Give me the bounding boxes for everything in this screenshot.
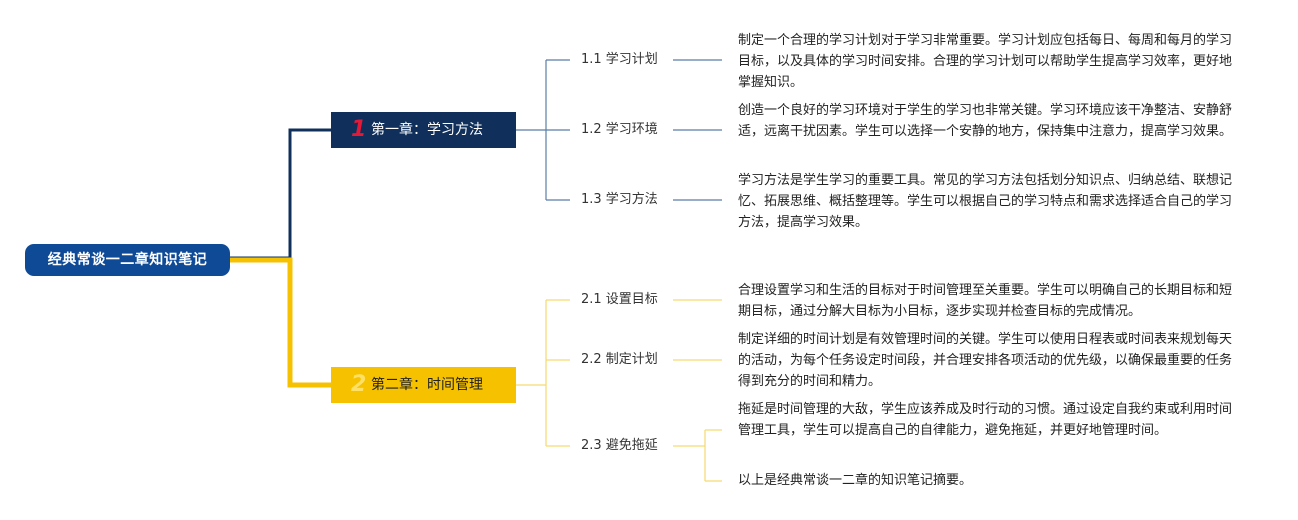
chapter-2-branch-line	[516, 299, 570, 447]
section-2-3-detail[interactable]: 拖延是时间管理的大敌，学生应该养成及时行动的习惯。通过设定自我约束或利用时间管理…	[738, 402, 1233, 438]
root-node[interactable]: 经典常谈一二章知识笔记	[25, 244, 230, 276]
chapter-1-number: 1	[351, 117, 367, 142]
section-2-3-leaf-line	[673, 429, 722, 482]
section-1-2-detail[interactable]: 创造一个良好的学习环境对于学生的学习也非常关键。学习环境应该干净整洁、安静舒适，…	[738, 103, 1233, 139]
section-2-2-label[interactable]: 2.2 制定计划	[581, 352, 658, 367]
section-2-2-detail[interactable]: 制定详细的时间计划是有效管理时间的关键。学生可以使用日程表或时间表来规划每天的活…	[738, 332, 1233, 389]
root-to-chapter-2-line	[230, 257, 331, 388]
section-1-3-label[interactable]: 1.3 学习方法	[581, 192, 658, 207]
section-1-1-detail[interactable]: 制定一个合理的学习计划对于学习非常重要。学习计划应包括每日、每周和每月的学习目标…	[738, 33, 1233, 90]
chapter-1-title: 第一章：学习方法	[371, 122, 483, 138]
section-1-1-label[interactable]: 1.1 学习计划	[581, 52, 658, 67]
root-title: 经典常谈一二章知识笔记	[47, 252, 208, 268]
section-1-2-label[interactable]: 1.2 学习环境	[581, 122, 658, 137]
summary-detail[interactable]: 以上是经典常谈一二章的知识笔记摘要。	[738, 473, 973, 488]
section-2-3-label[interactable]: 2.3 避免拖延	[581, 438, 658, 453]
root-to-chapter-1-line	[230, 128, 331, 260]
section-2-1-detail[interactable]: 合理设置学习和生活的目标对于时间管理至关重要。学生可以明确自己的长期目标和短期目…	[738, 283, 1233, 319]
section-1-3-detail[interactable]: 学习方法是学生学习的重要工具。常见的学习方法包括划分知识点、归纳总结、联想记忆、…	[738, 173, 1233, 230]
chapter-2-number: 2	[351, 372, 367, 397]
chapter-1-branch-line	[516, 59, 570, 201]
chapter-2-title: 第二章：时间管理	[371, 377, 483, 393]
section-2-1-label[interactable]: 2.1 设置目标	[581, 292, 658, 307]
